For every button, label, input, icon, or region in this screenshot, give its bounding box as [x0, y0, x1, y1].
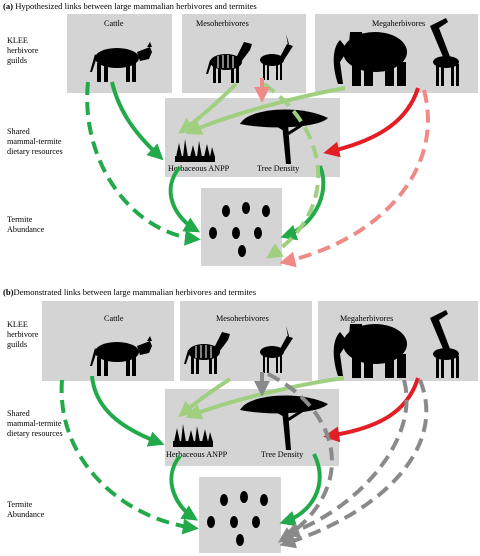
termites-icon-b	[207, 491, 268, 546]
elephant-icon	[333, 32, 407, 86]
cattle-label-b: Cattle	[104, 314, 124, 323]
giraffe-icon-b	[430, 310, 459, 378]
row-label-guilds: KLEE herbivore guilds	[7, 36, 39, 65]
arrow-cattle-termites	[85, 81, 201, 246]
arrow-anpp-termites	[168, 165, 201, 233]
giraffe-icon	[430, 18, 459, 86]
panel-b: (b)Demonstrated links between large mamm…	[0, 278, 480, 556]
panel-a: (a) Hypothesized links between large mam…	[3, 1, 478, 268]
arrow-meso-anpp-b	[178, 377, 232, 418]
arrow-cattle-termites-b	[59, 379, 199, 535]
panel-b-title: (b)Demonstrated links between large mamm…	[3, 287, 257, 297]
cattle-icon-b	[90, 336, 152, 376]
grass-icon	[175, 139, 215, 162]
panel-b-drawing	[59, 310, 459, 549]
cattle-label: Cattle	[104, 19, 124, 28]
termites-icon	[209, 202, 270, 257]
arrow-mega-tree-b	[323, 377, 420, 443]
panel-a-title: (a) Hypothesized links between large mam…	[3, 1, 257, 11]
zebra-icon	[206, 42, 252, 83]
gazelle-icon-b	[260, 326, 293, 373]
gazelle-icon	[260, 34, 293, 80]
tree-label: Tree Density	[257, 164, 300, 173]
tree-icon	[240, 109, 328, 164]
row-label-guilds-b: KLEE herbivore guilds	[7, 320, 39, 349]
row-label-resources: Shared mammal-termite dietary resources	[7, 127, 63, 156]
row-label-resources-b: Shared mammal-termite dietary resources	[7, 409, 63, 438]
arrow-mega-termites-b-2	[283, 379, 409, 538]
arrow-mega-termites	[279, 89, 430, 268]
arrow-tree-termites	[280, 165, 326, 241]
arrow-meso-termites	[262, 82, 320, 259]
cattle-icon	[90, 42, 152, 82]
arrow-anpp-termites-b	[169, 454, 199, 521]
row-label-termites-b: Termite Abundance	[7, 500, 45, 519]
panel-a-drawing	[85, 18, 459, 268]
zebra-icon-b	[184, 332, 230, 374]
arrow-cattle-anpp	[110, 81, 164, 161]
arrow-meso-termites-b	[267, 372, 334, 543]
grass-icon-b	[173, 424, 213, 447]
tree-label-b: Tree Density	[261, 450, 304, 459]
elephant-icon-b	[333, 324, 407, 378]
arrow-mega-termites-b-1	[279, 379, 429, 549]
arrow-mega-tree	[323, 87, 420, 158]
tree-icon-b	[240, 395, 328, 450]
row-label-termites: Termite Abundance	[7, 215, 45, 234]
arrow-tree-termites-b	[279, 453, 322, 527]
arrow-mega-anpp	[185, 86, 346, 135]
mega-label: Megaherbivores	[372, 19, 426, 28]
meso-label: Mesoherbivores	[196, 19, 249, 28]
mega-label-b: Megaherbivores	[340, 314, 394, 323]
anpp-label-b: Herbaceous ANPP	[166, 450, 228, 459]
meso-label-b: Mesoherbivores	[216, 314, 269, 323]
anpp-label: Herbaceous ANPP	[168, 164, 230, 173]
arrow-cattle-anpp-b	[90, 375, 165, 447]
